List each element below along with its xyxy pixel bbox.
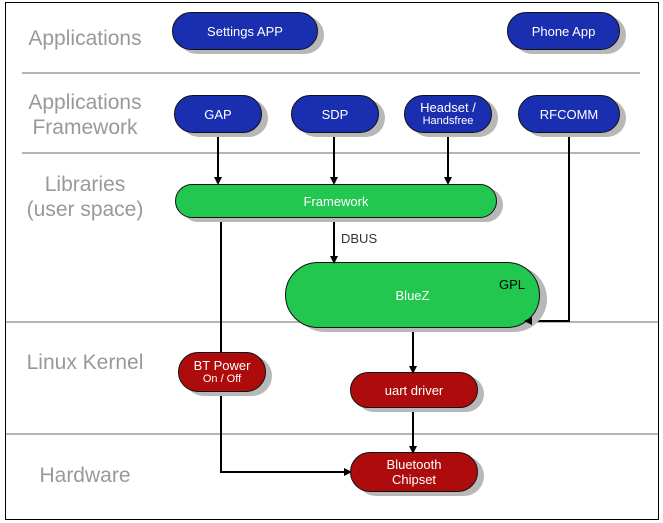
layer-label-linux-kernel: Linux Kernel bbox=[26, 351, 144, 374]
node-sublabel-bt-power-onoff: On / Off bbox=[202, 373, 242, 385]
node-settings-app[interactable]: Settings APP bbox=[172, 12, 318, 50]
node-bluetooth-chipset[interactable]: Bluetooth Chipset bbox=[350, 452, 478, 492]
node-phone-app[interactable]: Phone App bbox=[507, 12, 620, 50]
node-sublabel-chipset: Chipset bbox=[391, 472, 437, 487]
node-label-bluez: BlueZ bbox=[395, 287, 430, 303]
edge-framework-to-bluez bbox=[333, 216, 335, 262]
node-label-phone-app: Phone App bbox=[531, 23, 596, 39]
layer-label-applications-framework: Applications Framework bbox=[28, 91, 142, 139]
node-label-headset: Headset / bbox=[420, 100, 476, 115]
arrowhead-uart-to-chipset bbox=[409, 446, 417, 454]
node-label-gap: GAP bbox=[204, 106, 232, 122]
node-label-sdp: SDP bbox=[321, 106, 349, 122]
node-bt-power[interactable]: BT Power On / Off bbox=[178, 352, 266, 392]
arrowhead-sdp-to-framework bbox=[330, 177, 338, 185]
node-label-uart-driver: uart driver bbox=[384, 382, 444, 398]
node-rfcomm[interactable]: RFCOMM bbox=[518, 95, 620, 133]
arrowhead-framework-to-chipset bbox=[344, 468, 352, 476]
node-gap[interactable]: GAP bbox=[174, 95, 262, 133]
node-bluez[interactable]: BlueZ GPL bbox=[285, 262, 540, 328]
divider-applications-framework bbox=[22, 152, 640, 154]
edge-sdp-to-framework bbox=[333, 134, 335, 182]
node-headset-handsfree[interactable]: Headset / Handsfree bbox=[404, 95, 492, 133]
arrowhead-bluez-to-uart bbox=[409, 366, 417, 374]
layer-label-applications: Applications bbox=[28, 27, 142, 50]
node-framework[interactable]: Framework bbox=[175, 184, 497, 218]
node-uart-driver[interactable]: uart driver bbox=[350, 372, 478, 408]
node-sdp[interactable]: SDP bbox=[291, 95, 379, 133]
node-label-framework: Framework bbox=[303, 193, 369, 209]
edge-gap-to-framework bbox=[217, 134, 219, 182]
edge-label-dbus: DBUS bbox=[341, 231, 378, 246]
layer-label-libraries: Libraries (user space) bbox=[26, 173, 144, 221]
edge-rfcomm-to-bluez bbox=[529, 320, 570, 322]
arrowhead-rfcomm-to-bluez bbox=[524, 317, 532, 325]
node-sublabel-handsfree: Handsfree bbox=[422, 115, 474, 127]
edge-uart-to-chipset bbox=[412, 406, 414, 452]
node-label-bluetooth: Bluetooth bbox=[386, 457, 442, 472]
divider-applications bbox=[22, 72, 640, 74]
node-label-bt-power: BT Power bbox=[193, 358, 251, 373]
arrowhead-headset-to-framework bbox=[444, 177, 452, 185]
arrowhead-gap-to-framework bbox=[214, 177, 222, 185]
edge-bluez-to-uart bbox=[412, 326, 414, 372]
edge-framework-to-chipset-horizontal bbox=[220, 471, 346, 473]
layer-label-hardware: Hardware bbox=[39, 464, 131, 487]
edge-headset-to-framework bbox=[447, 134, 449, 182]
divider-linux-kernel bbox=[6, 433, 658, 435]
node-label-settings-app: Settings APP bbox=[207, 23, 283, 39]
edge-framework-to-chipset-vertical bbox=[220, 216, 222, 473]
node-tag-gpl: GPL bbox=[498, 277, 525, 292]
arrowhead-framework-to-bluez bbox=[330, 256, 338, 264]
edge-rfcomm-down bbox=[568, 134, 570, 322]
node-label-rfcomm: RFCOMM bbox=[539, 106, 599, 122]
